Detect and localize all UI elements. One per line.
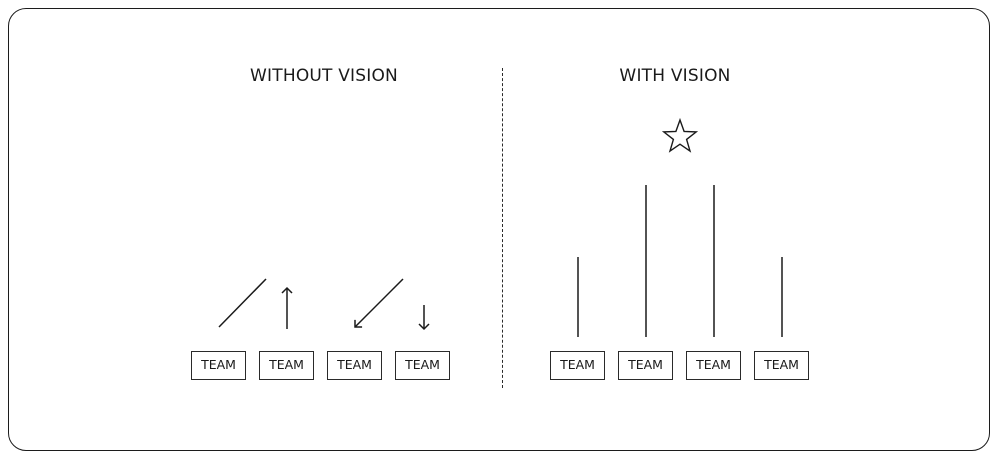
team-box-without-2: TEAM — [259, 351, 314, 380]
team-box-with-1: TEAM — [550, 351, 605, 380]
team-box-with-4: TEAM — [754, 351, 809, 380]
team-box-without-4: TEAM — [395, 351, 450, 380]
team-box-without-3: TEAM — [327, 351, 382, 380]
diagonal-line — [218, 278, 267, 328]
star-icon — [661, 117, 699, 153]
team-box-with-2: TEAM — [618, 351, 673, 380]
down-left-arrow — [354, 278, 404, 328]
team-box-with-3: TEAM — [686, 351, 741, 380]
diagram-frame — [8, 8, 990, 451]
panel-divider — [502, 68, 503, 388]
with-vision-title: WITH VISION — [619, 66, 731, 86]
without-vision-title: WITHOUT VISION — [250, 66, 398, 86]
team-box-without-1: TEAM — [191, 351, 246, 380]
